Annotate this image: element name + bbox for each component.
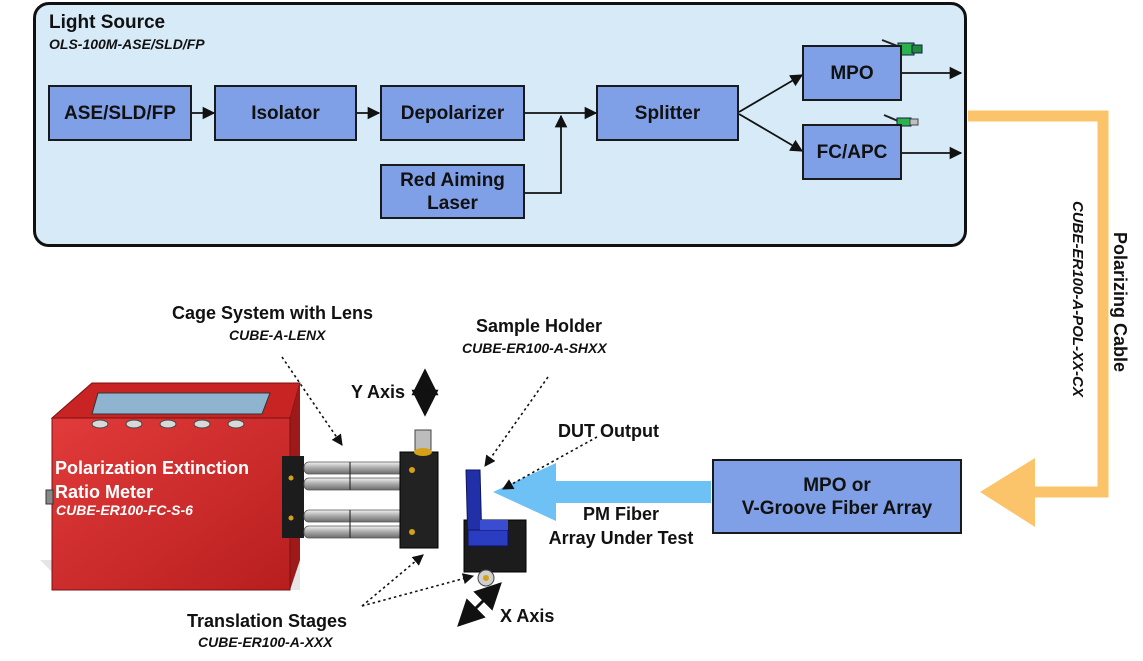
polarizing-cable-line — [968, 110, 1109, 527]
fcapc-block: FC/APC — [802, 124, 902, 180]
cage-system-model: CUBE-A-LENX — [229, 327, 326, 343]
sample-holder-model: CUBE-ER100-A-SHXX — [462, 340, 607, 356]
axis-arrows — [411, 368, 502, 627]
splitter-block: Splitter — [596, 85, 739, 141]
pm-fiber-beam — [493, 463, 711, 521]
polarizing-cable-model: CUBE-ER100-A-POL-XX-CX — [1069, 201, 1086, 397]
red-aiming-line1: Red Aiming — [400, 169, 505, 191]
fiber-array-line1: MPO or — [803, 474, 871, 496]
pm-fiber-line2: Array Under Test — [548, 528, 694, 548]
meter-label: Polarization Extinction Ratio Meter — [55, 456, 249, 504]
depolarizer-block: Depolarizer — [380, 85, 525, 141]
x-axis-label: X Axis — [500, 606, 555, 626]
translation-stages-label: Translation Stages — [187, 611, 348, 631]
translation-stages-model: CUBE-ER100-A-XXX — [198, 634, 333, 650]
light-source-title: Light Source — [49, 12, 166, 33]
red-aiming-line2: Laser — [427, 192, 478, 214]
mpo-block: MPO — [802, 45, 902, 101]
cage-system-label: Cage System with Lens — [172, 303, 374, 323]
light-source-connectors — [192, 66, 963, 194]
pm-fiber-label: PM Fiber Array Under Test — [540, 502, 702, 550]
cage-system-device — [282, 429, 439, 549]
leader-lines — [281, 356, 598, 607]
fiber-array-block: MPO or V-Groove Fiber Array — [712, 459, 962, 534]
er-meter-device — [40, 382, 301, 591]
y-axis-label: Y Axis — [351, 382, 406, 402]
meter-model: CUBE-ER100-FC-S-6 — [56, 502, 193, 518]
ase-sld-fp-block: ASE/SLD/FP — [48, 85, 192, 141]
meter-line2: Ratio Meter — [55, 482, 154, 502]
sample-holder-label: Sample Holder — [476, 316, 603, 336]
sample-holder-device — [463, 469, 527, 587]
light-source-model: OLS-100M-ASE/SLD/FP — [49, 36, 205, 52]
fcapc-connector-icon — [883, 114, 919, 127]
pm-fiber-line1: PM Fiber — [582, 504, 659, 524]
dut-output-label: DUT Output — [558, 421, 659, 441]
meter-line1: Polarization Extinction — [55, 458, 250, 478]
fiber-array-line2: V-Groove Fiber Array — [741, 497, 933, 519]
isolator-block: Isolator — [214, 85, 357, 141]
polarizing-cable-label: Polarizing Cable — [1110, 232, 1130, 373]
red-aiming-laser-block: Red Aiming Laser — [380, 164, 525, 219]
